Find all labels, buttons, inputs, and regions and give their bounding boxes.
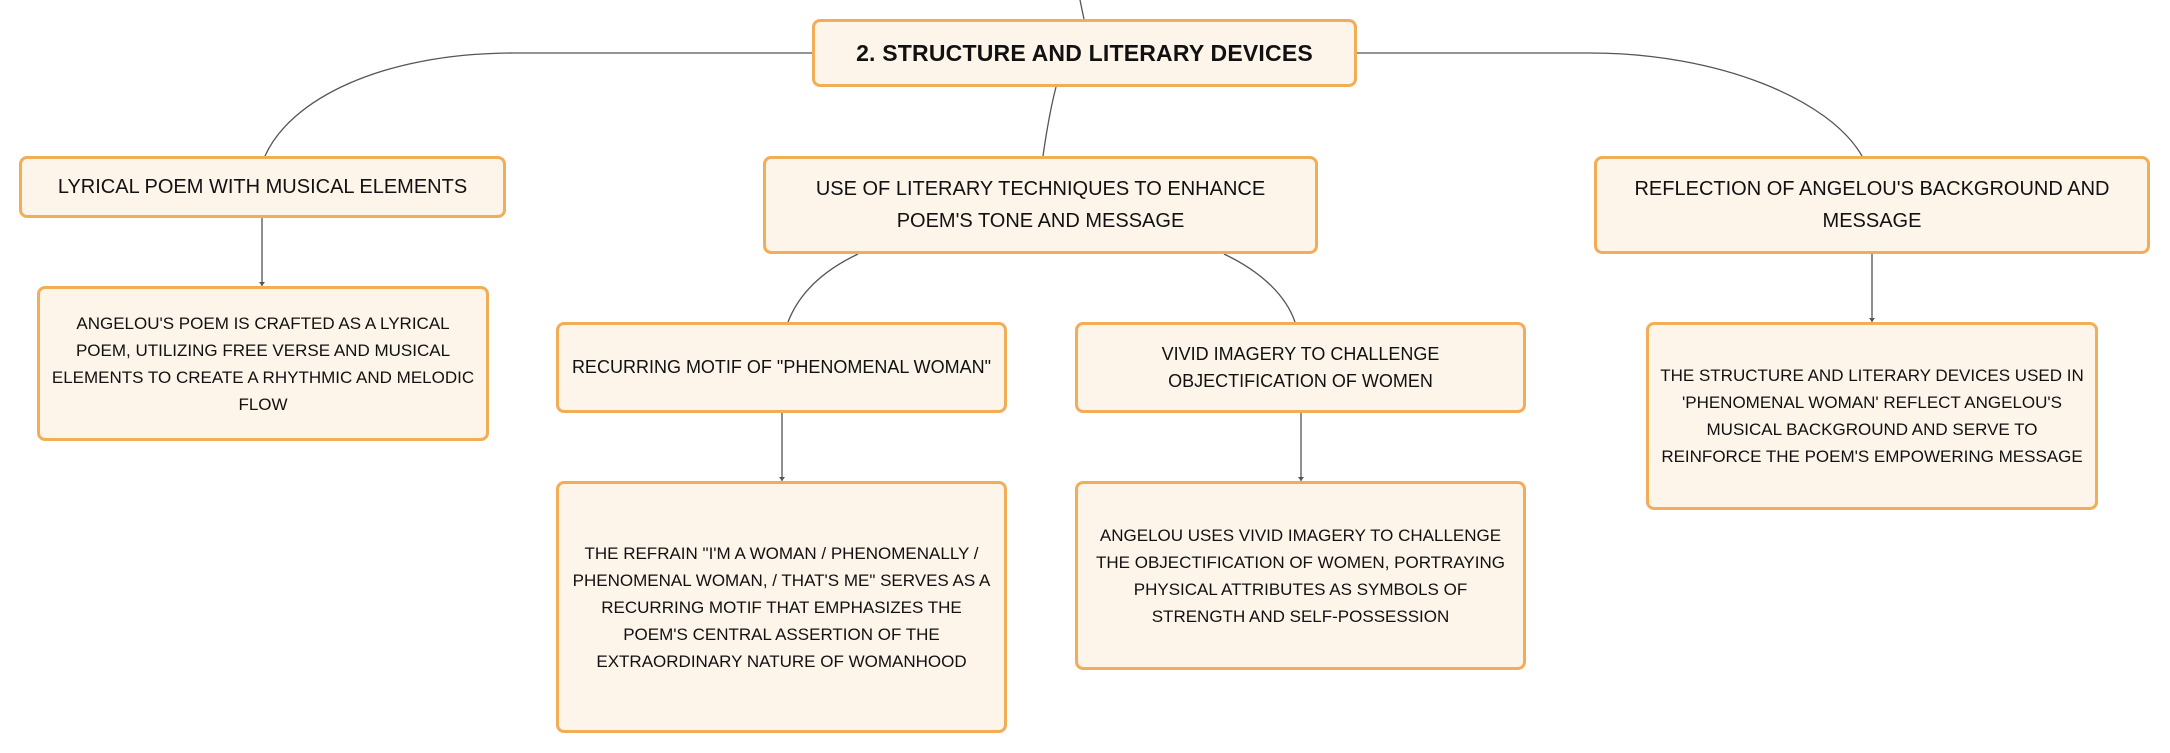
detail-node-lyrical-poem[interactable]: ANGELOU'S POEM IS CRAFTED AS A LYRICAL P…: [37, 286, 489, 441]
topic-node-label: USE OF LITERARY TECHNIQUES TO ENHANCE PO…: [815, 178, 1266, 232]
root-node[interactable]: 2. STRUCTURE AND LITERARY DEVICES: [812, 19, 1357, 87]
subtopic-node-phenomenal-woman-motif[interactable]: RECURRING MOTIF OF "PHENOMENAL WOMAN": [556, 322, 1007, 413]
subtopic-node-vivid-imagery[interactable]: VIVID IMAGERY TO CHALLENGE OBJECTIFICATI…: [1075, 322, 1526, 413]
connector-root-to-reflection: [1357, 52, 1863, 157]
topic-node-label: REFLECTION OF ANGELOU'S BACKGROUND AND M…: [1634, 178, 2110, 232]
subtopic-node-label: RECURRING MOTIF OF "PHENOMENAL WOMAN": [571, 357, 992, 377]
detail-node-label: THE STRUCTURE AND LITERARY DEVICES USED …: [1660, 366, 2084, 466]
detail-node-background[interactable]: THE STRUCTURE AND LITERARY DEVICES USED …: [1646, 322, 2098, 510]
connector-techniques-to-motif: [787, 253, 859, 323]
subtopic-node-label: VIVID IMAGERY TO CHALLENGE OBJECTIFICATI…: [1161, 343, 1440, 391]
root-node-label: 2. STRUCTURE AND LITERARY DEVICES: [856, 39, 1313, 66]
connector-parent-to-root: [1079, 0, 1085, 20]
connector-root-to-techniques: [1042, 86, 1057, 157]
detail-node-label: ANGELOU'S POEM IS CRAFTED AS A LYRICAL P…: [51, 313, 475, 414]
detail-node-imagery[interactable]: ANGELOU USES VIVID IMAGERY TO CHALLENGE …: [1075, 481, 1526, 670]
topic-node-background-message[interactable]: REFLECTION OF ANGELOU'S BACKGROUND AND M…: [1594, 156, 2150, 254]
connector-techniques-to-imagery: [1223, 253, 1296, 323]
detail-node-label: THE REFRAIN "I'M A WOMAN / PHENOMENALLY …: [572, 543, 991, 671]
detail-node-refrain[interactable]: THE REFRAIN "I'M A WOMAN / PHENOMENALLY …: [556, 481, 1007, 733]
connector-root-to-lyrical: [264, 52, 812, 157]
topic-node-lyrical-poem[interactable]: LYRICAL POEM WITH MUSICAL ELEMENTS: [19, 156, 506, 218]
topic-node-label: LYRICAL POEM WITH MUSICAL ELEMENTS: [57, 176, 468, 198]
topic-node-literary-techniques[interactable]: USE OF LITERARY TECHNIQUES TO ENHANCE PO…: [763, 156, 1318, 254]
detail-node-label: ANGELOU USES VIVID IMAGERY TO CHALLENGE …: [1096, 525, 1505, 626]
